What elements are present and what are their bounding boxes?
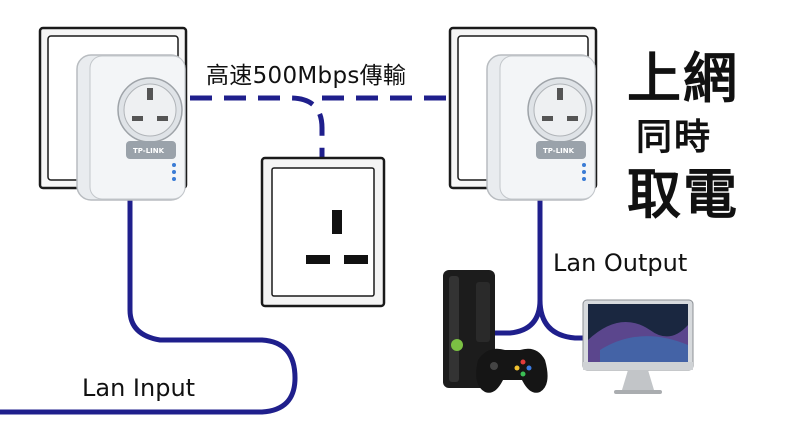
headline-line2: 同時	[636, 117, 713, 158]
lan-input-cable	[0, 195, 298, 415]
lan-output-label: Lan Output	[553, 249, 688, 277]
game-controller-icon	[476, 348, 548, 393]
imac-icon	[582, 299, 694, 394]
lan-input-label: Lan Input	[82, 374, 196, 402]
right-adapter-brand: TP-LINK	[543, 147, 575, 155]
headline-line3: 取電	[627, 163, 739, 226]
left-adapter-brand: TP-LINK	[133, 147, 165, 155]
right-powerline-adapter: TP-LINK	[486, 54, 596, 201]
powerline-link	[190, 95, 470, 160]
speed-label: 高速500Mbps傳輸	[206, 63, 407, 89]
center-wall-socket	[260, 156, 386, 308]
headline-line1: 上網	[627, 47, 739, 110]
lan-output-cable	[492, 200, 600, 341]
left-powerline-adapter: TP-LINK	[76, 54, 186, 201]
